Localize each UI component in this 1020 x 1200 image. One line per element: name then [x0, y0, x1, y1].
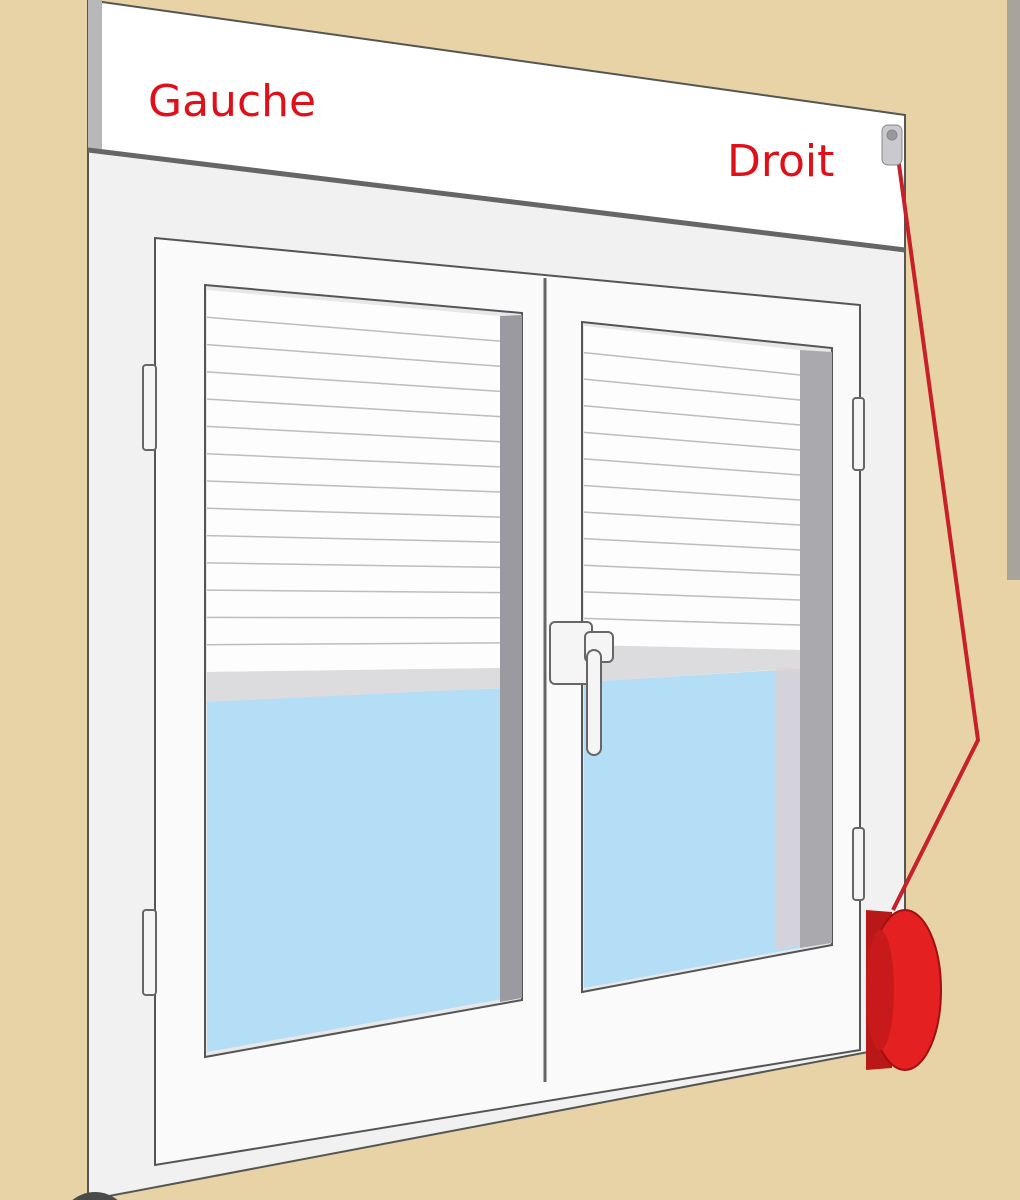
hinges: [142, 364, 865, 996]
label-left: Gauche: [148, 76, 317, 127]
shutter-slat: [583, 484, 801, 501]
overlay-button[interactable]: [72, 1192, 118, 1200]
strap-cord: [891, 149, 981, 911]
shutter-slat: [583, 591, 801, 601]
shutter-slat: [583, 431, 801, 451]
shutter-slat: [583, 564, 801, 576]
strap-anchor-icon: [881, 124, 903, 166]
shutter-slat: [206, 371, 501, 393]
shutter-slat: [583, 351, 801, 376]
shutter-slat: [206, 425, 501, 443]
shutter-slat: [206, 480, 501, 493]
shutter-slat: [206, 534, 501, 544]
shutter-slat: [206, 589, 501, 594]
shutter-slat: [583, 378, 801, 401]
shutter-slat: [583, 537, 801, 551]
shutter-box: [87, 0, 906, 253]
shutter-slat: [206, 642, 501, 646]
shutter-slat: [206, 452, 501, 468]
window-handle[interactable]: [549, 621, 614, 756]
shutter-slat: [206, 343, 501, 368]
strap-winder[interactable]: [866, 909, 942, 1071]
shutter-slat: [583, 458, 801, 476]
left-pane: [204, 283, 523, 1059]
shutter-slat: [206, 507, 501, 518]
shutter-slat: [583, 617, 801, 626]
shutter-slat: [206, 562, 501, 569]
shutter-slat: [583, 511, 801, 526]
shutter-slat: [206, 316, 501, 342]
shutter-slat: [206, 398, 501, 418]
right-pane: [581, 320, 833, 994]
shutter-slat: [583, 405, 801, 426]
right-edge-strip: [1007, 0, 1020, 580]
label-right: Droit: [727, 136, 835, 187]
